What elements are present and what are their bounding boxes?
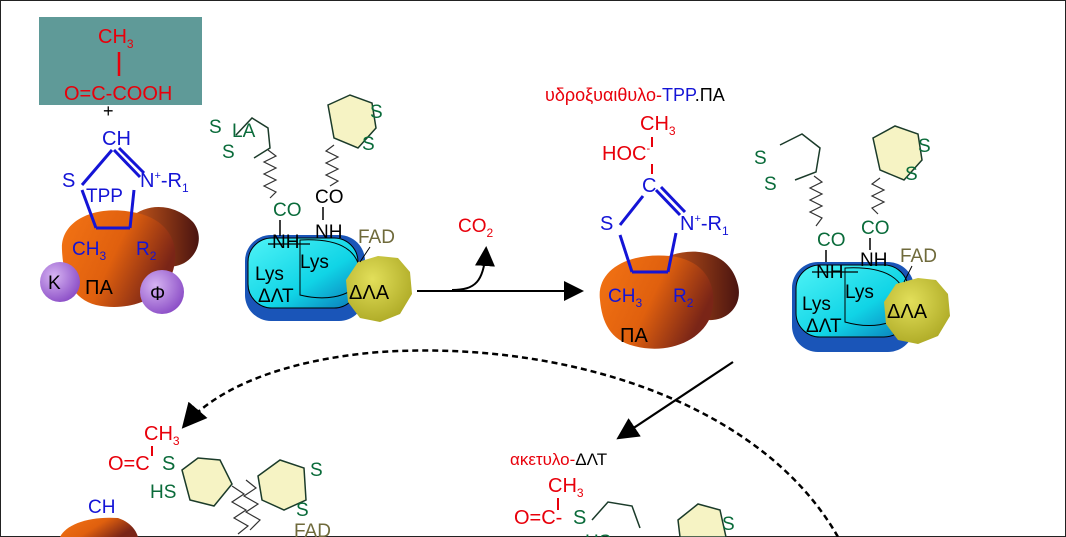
complex1-la: LA (232, 121, 256, 142)
complex2-left-ring (779, 133, 821, 181)
intermediate-ch3-ring: CH3 (608, 286, 642, 310)
complex2-right-ring (872, 125, 923, 181)
complex2-nh-right: NH (860, 250, 887, 271)
co2-label: CO2 (458, 216, 494, 240)
intermediate-s: S (600, 213, 613, 235)
bottom-right-ring (257, 459, 307, 511)
complex1-left-linker (262, 149, 278, 199)
complex2-s3: S (918, 136, 931, 157)
complex1-nh-left: NH (272, 232, 299, 253)
tpp1-label: TPP (86, 186, 123, 207)
plus-sign: + (103, 101, 114, 121)
cycle-dashed-arc (181, 349, 840, 537)
bottom-hs: HS (150, 482, 176, 503)
complex1-dla-domain (346, 256, 412, 322)
bottom-ring-s1: S (310, 460, 323, 481)
tpp1-n: N+-R1 (140, 170, 189, 195)
tpp1-s: S (62, 170, 75, 192)
acetyl-ring-s: S (722, 514, 735, 535)
complex2-fad-pointer (903, 265, 913, 283)
complex1-s-top: S (209, 117, 222, 138)
complex1-lys-right: Lys (300, 252, 329, 273)
bottom-enzyme-partial (60, 517, 138, 537)
complex1-ring-s1: S (370, 102, 383, 123)
complex1-ring-s2: S (362, 134, 375, 155)
complex1-co-right: CO (315, 187, 344, 208)
complex2-co-right: CO (861, 218, 890, 239)
complex2-lys-left: Lys (802, 294, 831, 315)
bottom-s: S (162, 453, 175, 475)
complex2-dlt: ΔΛΤ (806, 316, 842, 337)
acetyl-hs: HS (585, 532, 611, 537)
complex1-right-linker (324, 144, 340, 187)
acetyl-formula: O=C- (514, 507, 562, 529)
intermediate-ch3: CH3 (640, 113, 676, 138)
k-subunit (40, 262, 80, 302)
complex1-fad-pointer (359, 246, 371, 263)
intermediate-c: C (642, 175, 656, 197)
acetyl-ring (591, 501, 641, 529)
bottom-linker-1 (230, 485, 250, 535)
acetyl-title: ακετυλο-ΔΛΤ (510, 450, 607, 469)
complex2-dla: ΔΛΑ (887, 301, 928, 323)
enzyme2-label: ΠΑ (620, 325, 648, 347)
complex1-fad: FAD (358, 227, 395, 248)
complex2-lys-right: Lys (845, 282, 874, 303)
bottom-ring-s2: S (296, 500, 309, 521)
complex1-co-left: CO (273, 200, 302, 221)
complex2-s2: S (764, 174, 777, 195)
intermediate-r2: R2 (673, 286, 694, 310)
complex1-right-ring (327, 94, 377, 149)
complex1-s-bottom: S (222, 142, 235, 163)
tpp1-ch: CH (102, 128, 131, 150)
complex1-dla: ΔΛΑ (349, 282, 390, 304)
complex2-s4: S (905, 164, 918, 185)
bottom-ch: CH (88, 497, 115, 518)
complex2-s1: S (754, 148, 767, 169)
complex1-left-ring (235, 117, 271, 159)
complex1-nh-right: NH (315, 222, 342, 243)
acetyl-s: S (573, 507, 586, 529)
tpp1-ring (80, 146, 146, 230)
co2-release-arrow (451, 246, 495, 291)
intermediate-title: υδροξυαιθυλο-TPP.ΠΑ (545, 85, 725, 105)
intermediate-n: N+-R1 (680, 213, 729, 238)
pyruvate-ch3: CH3 (98, 26, 134, 51)
pyruvate-formula: O=C-COOH (64, 83, 172, 105)
tpp1-ch3: CH3 (72, 239, 106, 263)
bottom-ch3: CH3 (144, 423, 180, 448)
bottom-linker-2 (242, 479, 261, 531)
complex2-right-linker (870, 177, 886, 215)
enzyme1-label: ΠΑ (85, 277, 113, 299)
complex2-co-left: CO (817, 230, 846, 251)
acetyl-ch3: CH3 (548, 475, 584, 500)
tpp2-ring (618, 185, 687, 274)
bottom-fad: FAD (294, 521, 331, 537)
phi-label: Φ (150, 284, 165, 305)
tpp1-r2: R2 (136, 239, 157, 263)
acetyl-right-ring (677, 503, 727, 537)
pyruvate-box (39, 17, 202, 105)
complex1-lys-left: Lys (255, 264, 284, 285)
complex2-left-linker (808, 175, 824, 227)
intermediate-hoc: HOC- (602, 143, 650, 165)
complex1-dlt: ΔΛΤ (258, 286, 294, 307)
enzyme2-body (599, 255, 714, 349)
complex2-fad: FAD (900, 246, 937, 267)
bottom-oc: O=C (108, 453, 150, 475)
phi-subunit (140, 270, 184, 314)
bottom-left-ring (181, 457, 233, 507)
complex2-dla-domain (884, 278, 950, 344)
k-label: K (48, 273, 61, 294)
